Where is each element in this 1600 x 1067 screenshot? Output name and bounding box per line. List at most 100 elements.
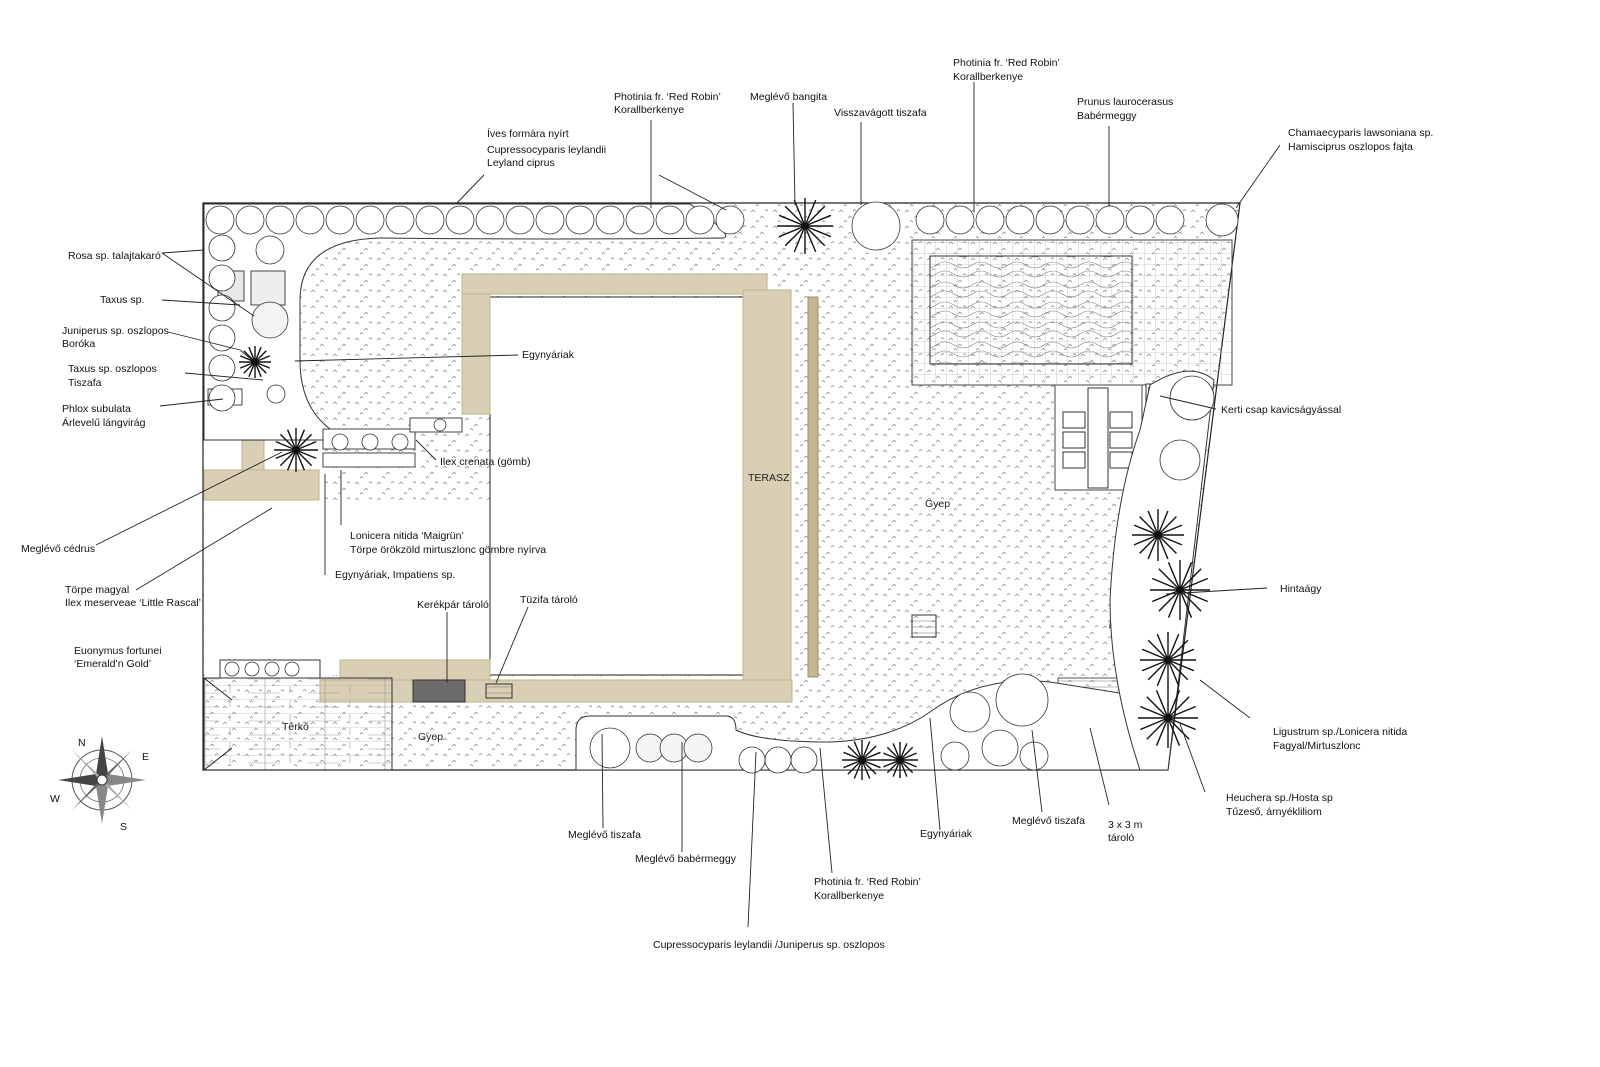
label-terko: Térkő xyxy=(282,721,309,733)
firewood-storage xyxy=(485,683,513,699)
taxus-shrub xyxy=(251,301,289,339)
hedge-shrub xyxy=(205,205,235,235)
label-tiszafa-br: Meglévő tiszafa xyxy=(1012,815,1085,827)
right-shrub xyxy=(1159,439,1201,481)
label-ives: Íves formára nyírt xyxy=(487,127,569,140)
label-euonymus1: Euonymus fortunei xyxy=(74,645,162,657)
label-babermeggy: Meglévő babérmeggy xyxy=(635,853,737,865)
hedge-shrub xyxy=(715,205,745,235)
label-photinia-a2: Korallberkenye xyxy=(614,104,684,116)
right-tree xyxy=(1150,560,1210,620)
label-juniperus2: Boróka xyxy=(62,338,95,350)
label-cedrus: Meglévő cédrus xyxy=(21,543,95,555)
label-bangita: Meglévő bangita xyxy=(750,91,827,103)
hedge-shrub xyxy=(445,205,475,235)
label-ilex-crenata: Ilex crenata (gömb) xyxy=(440,456,530,468)
bed-shrub xyxy=(208,354,236,382)
label-taxus-osz1: Taxus sp. oszlopos xyxy=(68,363,157,375)
label-torpe1: Törpe magyal xyxy=(65,584,129,596)
label-gyep-small: Gyep xyxy=(418,731,443,743)
hedge-shrub xyxy=(975,205,1005,235)
bottom-tree xyxy=(842,740,882,780)
hedge-shrub xyxy=(655,205,685,235)
bed-shrub xyxy=(208,264,236,292)
juniperus-tree xyxy=(239,346,271,378)
label-taxus: Taxus sp. xyxy=(100,294,144,306)
shrubs xyxy=(205,198,1239,780)
bottom-shrub xyxy=(589,727,631,769)
label-egynyariak-imp: Egynyáriak, Impatiens sp. xyxy=(335,569,455,581)
compass-e: E xyxy=(142,751,149,763)
label-rosa: Rosa sp. talajtakaró xyxy=(68,250,161,262)
euonymus-shrub xyxy=(244,661,260,677)
bottom-shrub xyxy=(981,729,1019,767)
compass-n: N xyxy=(78,737,86,749)
hedge-shrub xyxy=(385,205,415,235)
hedge-shrub xyxy=(325,205,355,235)
label-cup-bottom: Cupressocyparis leylandii /Juniperus sp.… xyxy=(653,939,885,951)
lawn-marker xyxy=(911,614,937,638)
bangita-tree xyxy=(777,198,833,254)
label-prunus1: Prunus laurocerasus xyxy=(1077,96,1173,108)
bottom-shrub xyxy=(1019,741,1049,771)
label-heuchera1: Heuchera sp./Hosta sp xyxy=(1226,792,1333,804)
hedge-shrub xyxy=(565,205,595,235)
label-photinia-b2: Korallberkenye xyxy=(953,71,1023,83)
leader-lines xyxy=(95,82,1281,928)
hedge-shrub xyxy=(625,205,655,235)
label-lonicera1: Lonicera nitida ‘Maigrün’ xyxy=(350,530,464,542)
hedge-shrub xyxy=(1035,205,1065,235)
tiszafa-tree xyxy=(851,201,901,251)
label-ligustrum2: Fagyal/Mirtuszlonc xyxy=(1273,740,1361,752)
label-taroló1: 3 x 3 m xyxy=(1108,819,1143,831)
euonymus-shrub xyxy=(284,661,300,677)
bottom-tree xyxy=(882,742,918,778)
compass-rose: N E S W xyxy=(50,736,149,833)
label-kerekpar: Kerékpár tároló xyxy=(417,599,489,611)
label-prunus2: Babérmeggy xyxy=(1077,110,1137,122)
hedge-shrub xyxy=(915,205,945,235)
label-egynyariak-top: Egynyáriak xyxy=(522,349,575,361)
label-photinia-b1: Photinia fr. ‘Red Robin’ xyxy=(953,57,1060,69)
hedge-shrub xyxy=(535,205,565,235)
bed-shrub xyxy=(208,384,236,412)
label-juniperus1: Juniperus sp. oszlopos xyxy=(62,325,169,337)
label-lonicera2: Törpe örökzöld mirtuszlonc gömbre nyírva xyxy=(350,544,546,556)
bed-shrub xyxy=(208,324,236,352)
label-ligustrum1: Ligustrum sp./Lonicera nitida xyxy=(1273,726,1407,738)
bed-shrub xyxy=(255,235,285,265)
terko-paving xyxy=(203,677,393,771)
label-visszavagott: Visszavágott tiszafa xyxy=(834,107,927,119)
bottom-hedge xyxy=(790,746,818,774)
euonymus-shrub xyxy=(224,661,240,677)
bottom-hedge xyxy=(764,746,792,774)
bed-shrub xyxy=(208,294,236,322)
hedge-shrub xyxy=(1065,205,1095,235)
label-leyland: Leyland ciprus xyxy=(487,157,555,169)
hedge-shrub xyxy=(355,205,385,235)
hedge-shrub xyxy=(595,205,625,235)
compass-w: W xyxy=(50,793,60,805)
right-shrub xyxy=(1169,375,1215,421)
tiszafa-shrub xyxy=(995,673,1049,727)
chamaecyparis-shrub xyxy=(1205,203,1239,237)
bottom-shrub xyxy=(940,741,970,771)
label-egynyariak-bottom: Egynyáriak xyxy=(920,828,973,840)
hedge-shrub xyxy=(1125,205,1155,235)
label-gyep-main: Gyep xyxy=(925,498,950,510)
hedge-shrub xyxy=(475,205,505,235)
house xyxy=(489,296,744,676)
label-torpe2: Ilex meserveae ‘Little Rascal’ xyxy=(65,597,201,609)
label-taroló2: tároló xyxy=(1108,832,1134,844)
hedge-shrub xyxy=(1005,205,1035,235)
cedrus-tree xyxy=(274,428,318,472)
label-kerti-csap: Kerti csap kavicságyással xyxy=(1221,404,1341,416)
plant-labels: Íves formára nyírt Cupressocyparis leyla… xyxy=(21,57,1433,951)
hedge-shrub xyxy=(265,205,295,235)
right-tree xyxy=(1140,632,1196,688)
hedge-shrub xyxy=(945,205,975,235)
lonicera-ball xyxy=(391,433,409,451)
label-photinia-c2: Korallberkenye xyxy=(814,890,884,902)
label-phlox2: Árlevelű lángvirág xyxy=(62,416,146,429)
